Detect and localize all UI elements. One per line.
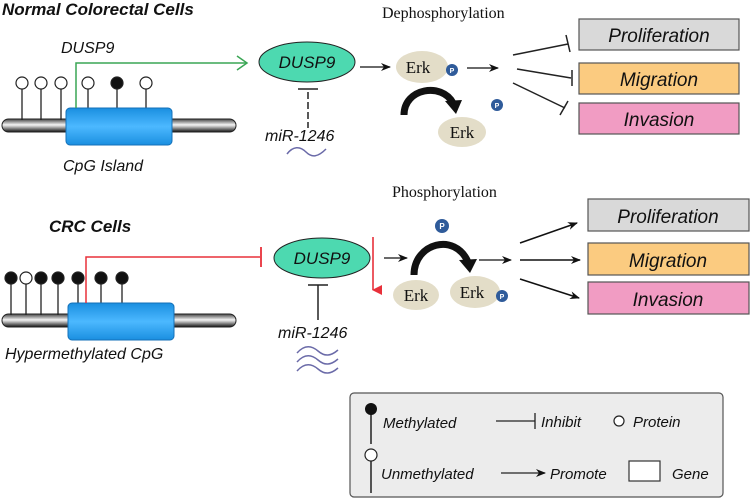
legend-protein-icon (613, 415, 625, 427)
normal-outcomes: Proliferation Migration Invasion (578, 18, 740, 135)
inhibit-proliferation-line (512, 43, 569, 56)
outcome-migration-box (578, 62, 740, 95)
inhibit-invasion-bar (559, 100, 569, 116)
outcome-migration-label: Migration (629, 251, 707, 272)
phospho-icon-label: P (450, 68, 455, 75)
mirna-label: miR-1246 (265, 128, 334, 145)
legend-protein-label: Protein (633, 414, 681, 431)
mirna-label: miR-1246 (278, 325, 347, 342)
phospho-icon-released (491, 99, 503, 111)
phospho-icon-label: P (439, 222, 445, 231)
crc-island-label: Hypermethylated CpG (5, 346, 163, 363)
outcome-proliferation-label: Proliferation (608, 26, 709, 47)
erk-dephosphorylated (438, 117, 486, 147)
methylated-cpg-icon (94, 271, 108, 285)
outcome-invasion-label: Invasion (624, 110, 695, 131)
promote-proliferation-arrow (519, 222, 578, 244)
dusp9-protein-label: DUSP9 (294, 249, 351, 268)
inhibit-proliferation-bar (565, 34, 571, 53)
outcome-proliferation-box (587, 198, 750, 232)
legend-unmethylated-pin-icon (364, 448, 378, 462)
legend-gene-icon (628, 460, 661, 482)
curve-arrowhead (459, 259, 477, 273)
unmethylated-cpg-icon (139, 76, 153, 90)
legend-methylated-pin-icon (365, 403, 377, 415)
erk-phosphorylated (396, 51, 448, 83)
phosphorylation-curve-arrow (410, 241, 472, 276)
dusp9-protein (258, 41, 356, 83)
legend-unmethylated-label: Unmethylated (381, 466, 474, 483)
legend-methylated-label: Methylated (383, 415, 457, 432)
dusp9-protein (273, 237, 371, 279)
hypermethylated-gene-box (67, 302, 175, 341)
outcome-migration-label: Migration (620, 70, 698, 91)
outcome-proliferation-label: Proliferation (617, 207, 718, 228)
dusp9-protein-label: DUSP9 (279, 53, 336, 72)
curve-arrowhead (445, 100, 462, 114)
promote-line (75, 62, 246, 108)
unmethylated-cpg-icon (15, 76, 29, 90)
outcome-invasion-box (587, 281, 750, 315)
phosphorylation-label: Phosphorylation (392, 184, 497, 201)
legend-promote-label: Promote (550, 466, 607, 483)
methylated-cpg-icon (115, 271, 129, 285)
promote-invasion-arrow (519, 278, 580, 300)
phospho-icon (446, 64, 458, 76)
dephosphorylation-label: Dephosphorylation (382, 5, 505, 22)
erk-label: Erk (406, 58, 431, 77)
inhibit-migration-line (516, 68, 572, 79)
repress-line (85, 256, 260, 303)
methylated-cpg-icon (110, 76, 124, 90)
normal-gene-label: DUSP9 (61, 40, 114, 57)
outcome-proliferation-box (578, 18, 740, 51)
erk-label: Erk (450, 123, 475, 142)
unmethylated-cpg-icon (34, 76, 48, 90)
phospho-icon-label: P (495, 103, 500, 110)
phospho-icon (435, 219, 449, 233)
outcome-invasion-label: Invasion (633, 290, 704, 311)
unmethylated-cpg-icon (19, 271, 33, 285)
crc-outcomes: Proliferation Migration Invasion (587, 198, 750, 315)
legend: Methylated Inhibit Protein Unmethylated … (349, 392, 724, 498)
methylated-cpg-icon (51, 271, 65, 285)
legend-gene-label: Gene (672, 466, 709, 483)
phospho-icon (496, 290, 508, 302)
unmethylated-cpg-icon (81, 76, 95, 90)
cpg-island-gene-box (65, 107, 173, 146)
erk-phosphorylated (450, 276, 500, 308)
outcome-migration-box (587, 242, 750, 276)
phospho-icon-label: P (500, 294, 505, 301)
normal-section-title: Normal Colorectal Cells (2, 0, 194, 19)
erk-label: Erk (404, 286, 429, 305)
inhibit-invasion-line (512, 82, 566, 109)
erk-unphosphorylated (393, 280, 439, 310)
mirna-wave-icon (296, 346, 339, 374)
crc-section-title: CRC Cells (49, 217, 131, 236)
normal-island-label: CpG Island (63, 158, 144, 175)
outcome-invasion-box (578, 102, 740, 135)
erk-label: Erk (460, 283, 485, 302)
mirna-wave-icon (286, 147, 327, 157)
dephosphorylation-curve-arrow (400, 86, 457, 116)
methylated-cpg-icon (4, 271, 18, 285)
legend-inhibit-label: Inhibit (541, 414, 582, 431)
methylated-cpg-icon (34, 271, 48, 285)
unmethylated-cpg-icon (54, 76, 68, 90)
promote-arrowhead (236, 55, 249, 71)
methylated-cpg-icon (71, 271, 85, 285)
